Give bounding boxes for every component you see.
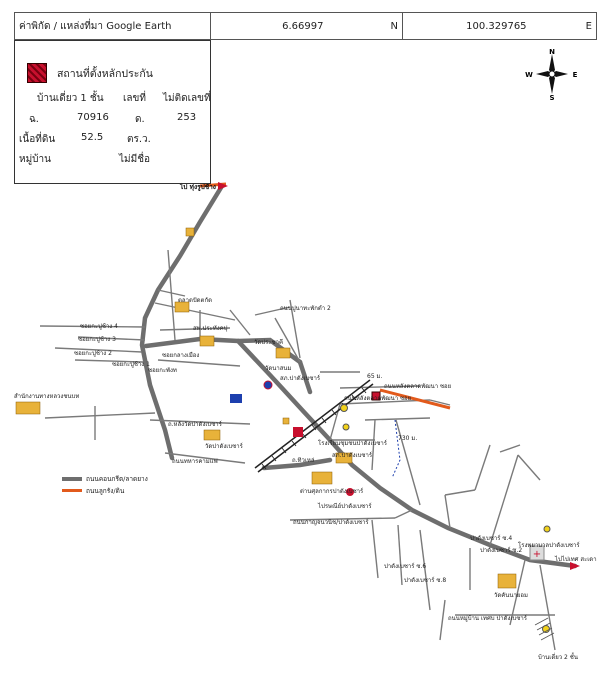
longitude-dir: E	[585, 20, 592, 32]
east-arrow-marker	[570, 562, 580, 570]
post-icon	[346, 488, 354, 496]
gov-building-icon	[230, 394, 242, 403]
area-unit: ตร.ว.	[127, 134, 151, 145]
label-soi-right2: ปาดังเบซาร์ ซ.2	[480, 546, 522, 554]
area-label: เนื้อที่ดิน	[19, 134, 56, 145]
label-soi-east: ถนนปูนาทะพักดำ 2	[280, 305, 331, 312]
label-bank: สภ.ปาดังเบซาร์	[332, 451, 373, 459]
legend-main-road-swatch	[62, 477, 82, 481]
railway-ties	[261, 387, 367, 470]
label-soi-center: ซอยกลางเมือง	[162, 351, 199, 359]
customs-icon	[311, 471, 333, 485]
label-soi-2: ซอยกะปูช้าง 2	[74, 350, 112, 357]
label-market: ตลาดปัดตกัด	[178, 297, 212, 304]
market-icon	[185, 227, 195, 237]
label-soi-3: ซอยกะปูช้าง 3	[78, 336, 116, 343]
label-police: สภ.ปาดังเบซาร์	[280, 374, 321, 382]
label-temple: วัดนาสนม	[265, 365, 292, 372]
label-soi-right1: ปาดังเบซาร์ ซ.4	[470, 534, 512, 542]
label-road-left: สำนักงานทางหลวงชนบท	[14, 393, 79, 400]
compass-w: W	[525, 71, 533, 79]
no-number-label: ไม่ติดเลขที่	[163, 93, 211, 104]
number-label: เลขที่	[123, 93, 146, 104]
legend-main-road-label: ถนนคอนกรีต/ลาดยาง	[86, 475, 148, 483]
label-school2: โรงเรียนชุมชนปาดังเบซาร์	[318, 439, 388, 447]
label-to-north: ไป ทุ่งรูปช้าง	[179, 182, 216, 192]
collateral-legend-swatch	[27, 63, 47, 83]
label-soi-near1: ถนนหลังตลาดพัฒนา ซอย	[384, 383, 451, 390]
compass-rose-icon: N S W E	[525, 48, 578, 100]
label-soi-a: ซอยกะพังท	[148, 367, 177, 374]
house-rows	[534, 617, 555, 641]
deed-prefix: ฉ.	[29, 114, 39, 125]
collateral-marker	[371, 391, 381, 401]
map-text: ไป ทุ่งรูปช้าง ตลาดปัดตกัด สพ.ประทังคปุ …	[14, 182, 597, 661]
legend-access-road-label: ถนนลูกรัง/ดิน	[86, 487, 125, 495]
access-road	[199, 182, 451, 410]
label-temple2: วัดประชาคี	[254, 338, 283, 346]
bank-icon	[293, 427, 303, 437]
collateral-info-box: สถานที่ตั้งหลักประกัน บ้านเดี่ยว 1 ชั้น …	[14, 40, 211, 184]
compass-s: S	[549, 94, 554, 100]
temple-icon	[174, 301, 190, 313]
parcel-number: 253	[177, 112, 197, 123]
office-icon	[15, 401, 41, 415]
label-school: สพ.ประทังคปุ	[193, 325, 228, 332]
small-school-icon	[282, 417, 290, 425]
label-soi-lower1: ปาดังเบซาร์ ซ.6	[384, 562, 426, 570]
label-soi-1: ซอยกะปูช้าง 1	[112, 361, 150, 368]
hospital-cross-icon: +	[533, 549, 541, 560]
coordinate-bar: ค่าพิกัด / แหล่งที่มา Google Earth 6.669…	[14, 12, 597, 40]
collateral-title: สถานที่ตั้งหลักประกัน	[57, 68, 153, 80]
railway	[254, 379, 374, 473]
label-dist2: 730 ม.	[398, 435, 417, 442]
gas-station-icon	[263, 380, 273, 390]
property-type: บ้านเดี่ยว 1 ชั้น	[37, 93, 104, 104]
temple2-icon	[199, 335, 215, 347]
school-icon	[275, 347, 291, 359]
deed-number: 70916	[77, 112, 109, 123]
label-road-rail: ถ.ทิวเหล่	[292, 457, 315, 464]
pin4-icon	[342, 423, 350, 431]
label-customs: ด่านศุลกากรปาดังเบซาร์	[300, 487, 364, 495]
label-to-sadao: ไปไปเทศ สะเดา	[554, 555, 597, 563]
label-soi-near2: ถนนหลังตลาดพัฒนา ซอย	[344, 395, 411, 402]
label-soi-4: ซอยกะปูช้าง 4	[80, 323, 118, 330]
label-post: ไปรษณีย์ปาดังเบซาร์	[317, 502, 372, 510]
label-mainst: ถนนกาญจนวนิช/ปาดังเบซาร์	[293, 518, 369, 526]
label-road-mid: ถ.หลังวัดปาดังเบซาร์	[168, 420, 223, 428]
coordinate-source: ค่าพิกัด / แหล่งที่มา Google Earth	[15, 13, 211, 39]
pin3-icon	[543, 525, 551, 533]
latitude-cell: 6.66997 N	[211, 13, 403, 39]
pin1-icon	[340, 404, 348, 412]
label-hospital: โรงพยาบาลปาดังเบซาร์	[518, 541, 580, 549]
label-village-road: ถนนหมู่บ้าน เทศบ ปาดังเบซาร์	[448, 614, 528, 622]
hospital-icon	[529, 545, 545, 561]
label-house: บ้านเดี่ยว 2 ชั้น	[538, 651, 578, 661]
legend-access-road-swatch	[62, 489, 82, 492]
label-road-bottom: ถนนทหารคามแฟ	[172, 458, 218, 465]
label-soi-lower2: ปาดังเบซาร์ ซ.8	[404, 576, 446, 584]
latitude-value: 6.66997	[282, 20, 324, 32]
secondary-roads	[39, 249, 556, 651]
landmarks: +	[15, 227, 551, 633]
compass-e: E	[573, 71, 578, 79]
temple3-icon	[203, 429, 221, 441]
temple4-icon	[497, 573, 517, 589]
label-temple4: วัดคันนายอม	[494, 592, 528, 599]
school2-icon	[335, 452, 353, 464]
compass-n: N	[549, 48, 555, 56]
village-label: หมู่บ้าน	[19, 154, 51, 165]
longitude-value: 100.329765	[466, 20, 527, 32]
latitude-dir: N	[390, 20, 398, 32]
parcel-prefix: ด.	[135, 114, 145, 125]
area-value: 52.5	[81, 132, 104, 143]
village-value: ไม่มีชื่อ	[119, 154, 151, 165]
label-temple3: วัดปาดังเบซาร์	[205, 442, 244, 450]
longitude-cell: 100.329765 E	[403, 13, 596, 39]
label-dist1: 65 ม.	[367, 373, 382, 380]
distance-line	[391, 419, 401, 479]
north-arrow-marker	[218, 182, 228, 190]
